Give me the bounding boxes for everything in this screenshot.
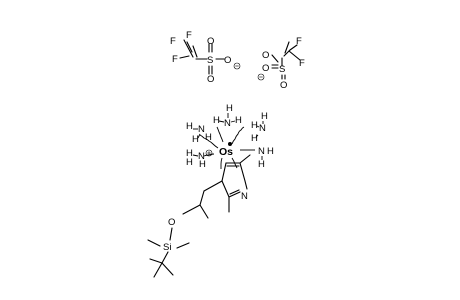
- negative-charge-icon: [257, 73, 265, 81]
- atom-h: H: [205, 132, 212, 143]
- atom-o-ether: O: [168, 217, 175, 228]
- osmium-ammine-complex: H N H H H H N H H H N H H N H H Os N: [147, 103, 274, 278]
- atom-h: H: [186, 157, 193, 168]
- atom-h: H: [192, 134, 199, 145]
- o-si-bond: [169, 227, 173, 241]
- atom-n: N: [259, 123, 266, 134]
- wavy-bond: [199, 134, 219, 149]
- wavy-bond: [231, 157, 238, 169]
- ring-bond: [229, 189, 240, 195]
- atom-o3: O: [224, 55, 231, 66]
- si-methyl-bond: [147, 239, 161, 247]
- atom-o5: O: [262, 63, 269, 74]
- si-tbu-bond: [161, 251, 169, 264]
- negative-charge-icon: [233, 62, 241, 70]
- atom-si: Si: [163, 242, 171, 253]
- atom-f4: F: [296, 36, 302, 47]
- atom-h: H: [186, 148, 193, 159]
- atom-o1: O: [207, 36, 214, 47]
- atom-os: Os: [219, 146, 233, 158]
- wavy-bond: [220, 157, 223, 169]
- atom-h: H: [251, 133, 258, 144]
- ring-bond: [228, 191, 241, 198]
- ring-bond: [244, 180, 248, 190]
- atom-o4: O: [262, 50, 269, 61]
- atom-h: H: [226, 103, 233, 114]
- atom-h: H: [186, 121, 193, 132]
- atom-h: H: [258, 159, 265, 170]
- ring-bond: [221, 162, 227, 182]
- atom-h: H: [267, 146, 274, 157]
- atom-o6: O: [280, 80, 287, 91]
- atom-h: H: [235, 115, 242, 126]
- atom-f2: F: [186, 30, 192, 41]
- atom-h: H: [213, 115, 220, 126]
- atom-s2: S: [279, 64, 285, 75]
- wavy-bond: [216, 126, 224, 143]
- radical-dot-icon: [228, 142, 232, 146]
- wavy-bond: [231, 126, 245, 145]
- wavy-bond: [203, 153, 215, 157]
- ring-bond: [239, 162, 246, 182]
- atom-n: N: [258, 146, 265, 157]
- atom-f5: F: [299, 58, 305, 69]
- atom-n-ring: N: [241, 191, 248, 202]
- chain-bond: [203, 180, 223, 192]
- atom-n: N: [224, 118, 231, 129]
- atom-o2: O: [207, 74, 214, 85]
- triflate-anion-right: F F O S O O: [257, 36, 305, 91]
- tbu-methyl-bond: [161, 262, 174, 276]
- atom-s: S: [207, 55, 213, 66]
- ring-bond: [221, 180, 230, 198]
- atom-f3: F: [172, 54, 178, 65]
- atom-h: H: [251, 120, 258, 131]
- chain-bond: [182, 204, 201, 215]
- triflate-anion-left: F F F S O O O: [170, 30, 241, 85]
- atom-h: H: [199, 159, 206, 170]
- tbu-methyl-bond: [153, 262, 163, 278]
- positive-charge-icon: [205, 149, 213, 157]
- si-methyl-bond: [176, 242, 190, 249]
- atom-f1: F: [170, 36, 176, 47]
- atom-n: N: [198, 151, 205, 162]
- chain-bond: [199, 204, 209, 219]
- chain-bond: [199, 190, 205, 206]
- atom-h: H: [261, 111, 268, 122]
- atom-n: N: [198, 124, 205, 135]
- tbu-methyl-bond: [149, 258, 163, 264]
- methyl-bond: [239, 154, 251, 164]
